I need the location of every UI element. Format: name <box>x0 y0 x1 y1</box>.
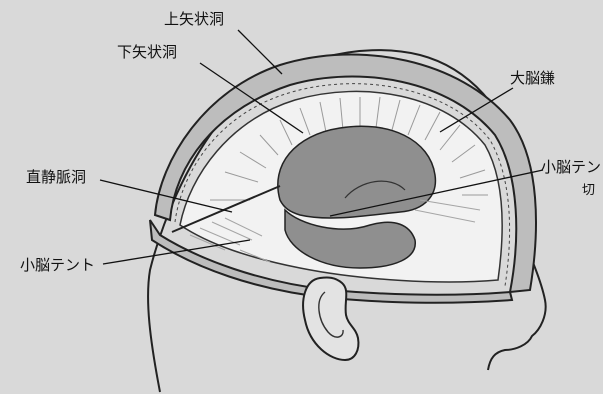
label-tentorium-cerebelli-left: 小脳テント <box>20 258 95 273</box>
label-tentorium-cerebelli-right: 小脳テン <box>541 160 601 175</box>
label-straight-sinus: 直静脈洞 <box>26 170 86 185</box>
label-inferior-sagittal-sinus: 下矢状洞 <box>117 45 177 60</box>
label-notch-fragment: 切 <box>582 184 595 197</box>
label-falx-cerebri: 大脳鎌 <box>510 71 555 86</box>
label-superior-sagittal-sinus: 上矢状洞 <box>164 12 224 27</box>
